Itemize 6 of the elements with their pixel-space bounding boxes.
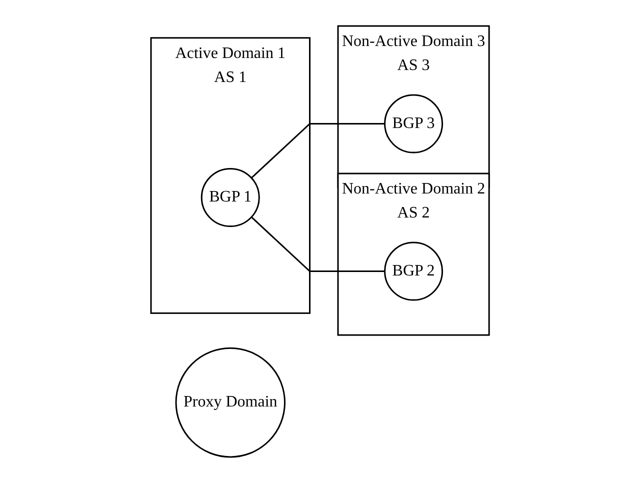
connector xyxy=(251,216,386,272)
connector xyxy=(251,122,386,178)
node-circle: BGP 2 xyxy=(384,241,444,300)
node-circle: Proxy Domain xyxy=(176,346,286,458)
node-circle: BGP 3 xyxy=(384,94,444,153)
node-circle: BGP 1 xyxy=(201,168,260,227)
